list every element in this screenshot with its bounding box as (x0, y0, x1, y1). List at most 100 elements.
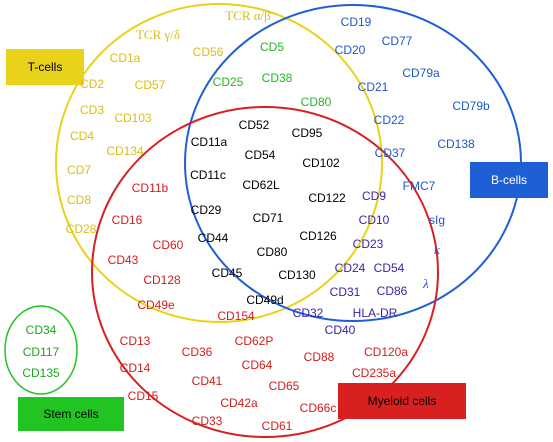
marker: CD37 (375, 146, 406, 160)
marker: CD23 (353, 237, 384, 251)
myeloid-label: Myeloid cells (368, 394, 437, 408)
marker: CD28 (66, 222, 97, 236)
marker: CD29 (191, 203, 222, 217)
marker: CD56 (193, 45, 224, 59)
t-cells-circle (55, 3, 383, 323)
marker: CD1a (110, 51, 141, 65)
stem-cells-circle (4, 305, 78, 395)
marker: CD20 (335, 43, 366, 57)
marker: CD79b (452, 99, 490, 113)
marker: CD102 (302, 156, 340, 170)
marker: CD86 (377, 284, 408, 298)
marker: CD71 (253, 211, 284, 225)
marker: CD66c (300, 401, 337, 415)
marker: CD57 (135, 78, 166, 92)
marker: CD61 (262, 419, 293, 433)
marker: CD25 (213, 75, 244, 89)
marker: CD49e (137, 298, 175, 312)
marker: CD77 (382, 34, 413, 48)
marker: CD42a (220, 396, 258, 410)
stem-cells-label: Stem cells (43, 407, 98, 421)
marker: CD2 (80, 77, 104, 91)
marker: CD79a (402, 66, 440, 80)
marker: CD130 (278, 268, 316, 282)
marker: CD13 (120, 334, 151, 348)
marker: CD49d (246, 293, 283, 307)
all-three-overlap-markers: CD52 CD11a CD95 CD54 CD11c CD102 CD62L C… (190, 118, 346, 307)
marker: CD21 (358, 80, 389, 94)
marker: CD138 (437, 137, 475, 151)
marker: CD5 (260, 40, 284, 54)
marker: λ (422, 276, 429, 291)
marker: CD62L (242, 178, 280, 192)
t-b-overlap-markers: CD5 CD25 CD38 CD80 (213, 40, 332, 109)
marker: CD36 (182, 345, 213, 359)
marker: CD88 (304, 350, 335, 364)
marker: CD11a (191, 135, 228, 149)
b-cells-label-box (470, 162, 548, 198)
marker: sIg (429, 213, 445, 227)
marker: CD11c (190, 168, 226, 182)
marker: CD95 (292, 126, 323, 140)
marker: TCR γ/δ (136, 27, 180, 42)
marker: CD128 (143, 273, 181, 287)
marker: CD62P (235, 334, 274, 348)
marker: CD154 (217, 309, 255, 323)
marker: CD31 (330, 285, 361, 299)
myeloid-only-markers: CD13 CD36 CD62P CD14 CD64 CD88 CD120a CD… (120, 334, 409, 433)
marker: CD14 (120, 361, 151, 375)
marker: CD43 (108, 253, 139, 267)
t-cells-only-markers: TCR α/β TCR γ/δ CD1a CD56 CD2 CD57 CD3 C… (66, 8, 272, 236)
marker: CD235a (352, 366, 396, 380)
marker: CD52 (239, 118, 270, 132)
marker: CD54 (374, 261, 405, 275)
marker: CD80 (257, 245, 288, 259)
marker: CD54 (245, 148, 276, 162)
marker: FMC7 (403, 179, 436, 193)
marker: CD19 (341, 15, 372, 29)
marker: CD65 (269, 379, 300, 393)
marker: CD38 (262, 71, 293, 85)
marker: CD22 (374, 113, 405, 127)
marker: CD45 (212, 266, 243, 280)
marker: CD122 (308, 191, 346, 205)
marker: CD120a (364, 345, 408, 359)
b-myeloid-overlap-markers: CD9 CD10 CD23 CD24 CD54 CD31 CD86 CD32 H… (293, 189, 408, 337)
stem-cells-markers: CD34 CD117 CD135 (22, 323, 60, 380)
marker: HLA-DR (353, 306, 398, 320)
marker: CD32 (293, 306, 324, 320)
marker: CD134 (106, 144, 144, 158)
marker: κ (434, 242, 441, 257)
marker: CD40 (325, 323, 356, 337)
marker: CD3 (80, 103, 104, 117)
marker: CD44 (198, 231, 229, 245)
marker: CD33 (192, 414, 223, 428)
b-cells-label: B-cells (491, 173, 527, 187)
t-cells-label-box (6, 49, 84, 85)
marker: CD10 (359, 213, 390, 227)
marker: CD16 (112, 213, 143, 227)
marker: CD135 (22, 366, 60, 380)
marker: CD9 (362, 189, 386, 203)
marker: CD11b (132, 181, 169, 195)
myeloid-label-box (338, 383, 466, 419)
marker: CD24 (335, 261, 366, 275)
marker: CD7 (67, 163, 91, 177)
b-cells-only-markers: CD19 CD20 CD77 CD79a CD21 CD79b CD22 CD3… (335, 15, 490, 291)
marker: CD117 (23, 345, 60, 359)
marker: TCR α/β (225, 8, 271, 23)
marker: CD126 (299, 229, 337, 243)
marker: CD34 (26, 323, 57, 337)
marker: CD80 (301, 95, 332, 109)
stem-cells-label-box (18, 397, 124, 431)
marker: CD15 (128, 389, 159, 403)
marker: CD64 (242, 358, 273, 372)
marker: CD8 (67, 193, 91, 207)
marker: CD4 (70, 129, 94, 143)
marker: CD103 (114, 111, 152, 125)
myeloid-circle (91, 106, 439, 438)
marker: CD60 (153, 238, 184, 252)
t-myeloid-overlap-markers: CD11b CD16 CD60 CD43 CD128 CD49e CD154 (108, 181, 255, 323)
